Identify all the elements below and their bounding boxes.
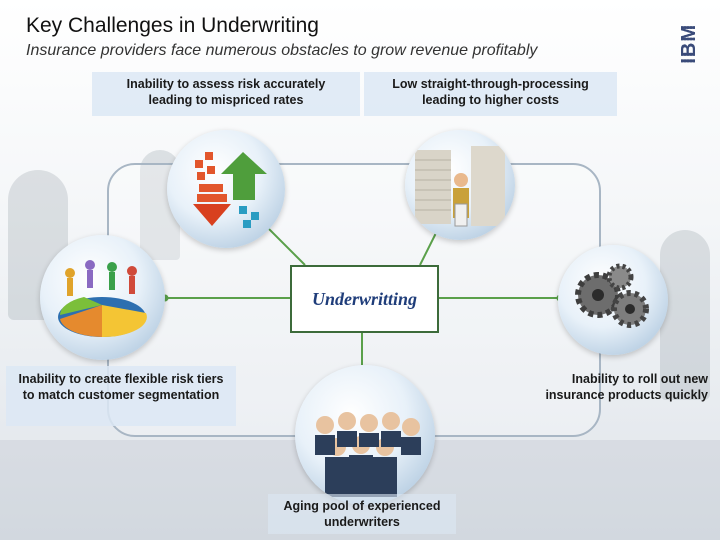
team-people-icon: [315, 412, 421, 497]
gears-icon: [575, 263, 649, 328]
challenge-label-right: Inability to roll out new insurance prod…: [545, 372, 708, 402]
center-label: Underwritting: [311, 288, 418, 309]
page-title: Key Challenges in Underwriting: [26, 14, 319, 37]
center-node: Underwritting: [290, 265, 439, 333]
underwriters-bubble: [295, 365, 435, 505]
challenge-label-top-right: Low straight-through-processing leading …: [364, 72, 617, 116]
paper-stacks-icon: [415, 146, 505, 227]
segmentation-bubble: [40, 235, 165, 360]
challenge-label-top-left: Inability to assess risk accurately lead…: [92, 72, 360, 116]
chess-piece-bg: [660, 230, 710, 400]
risk-arrows-icon: [193, 152, 267, 228]
pie-chart-people-icon: [58, 260, 147, 338]
page-subtitle: Insurance providers face numerous obstac…: [26, 42, 538, 59]
risk-bubble: [167, 130, 285, 248]
challenge-label-left: Inability to create flexible risk tiers …: [6, 366, 236, 426]
challenge-label-bottom: Aging pool of experienced underwriters: [268, 494, 456, 534]
products-bubble: [558, 245, 668, 355]
paperwork-bubble: [405, 130, 515, 240]
